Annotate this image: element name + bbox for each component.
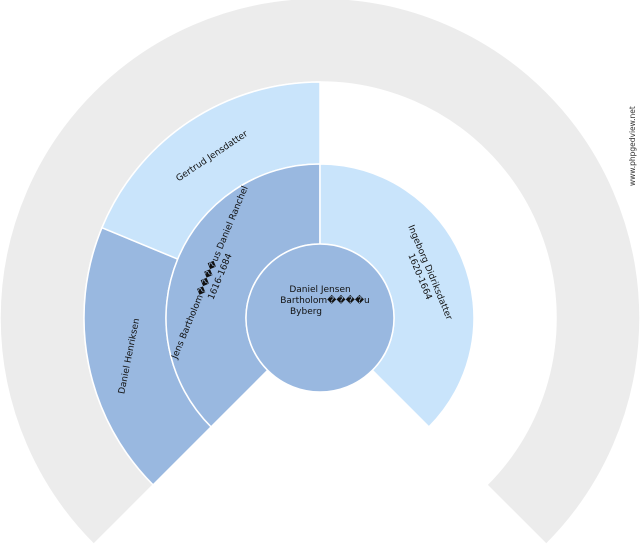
watermark: www.phpgedview.net (628, 106, 637, 186)
center-person-name-line: Byberg (290, 307, 322, 317)
center-person-name-line: Daniel Jensen (289, 285, 350, 295)
center-person-circle[interactable] (245, 243, 395, 393)
center-person-name-line: Bartholom����u (280, 294, 370, 306)
watermark-text: www.phpgedview.net (628, 106, 637, 186)
